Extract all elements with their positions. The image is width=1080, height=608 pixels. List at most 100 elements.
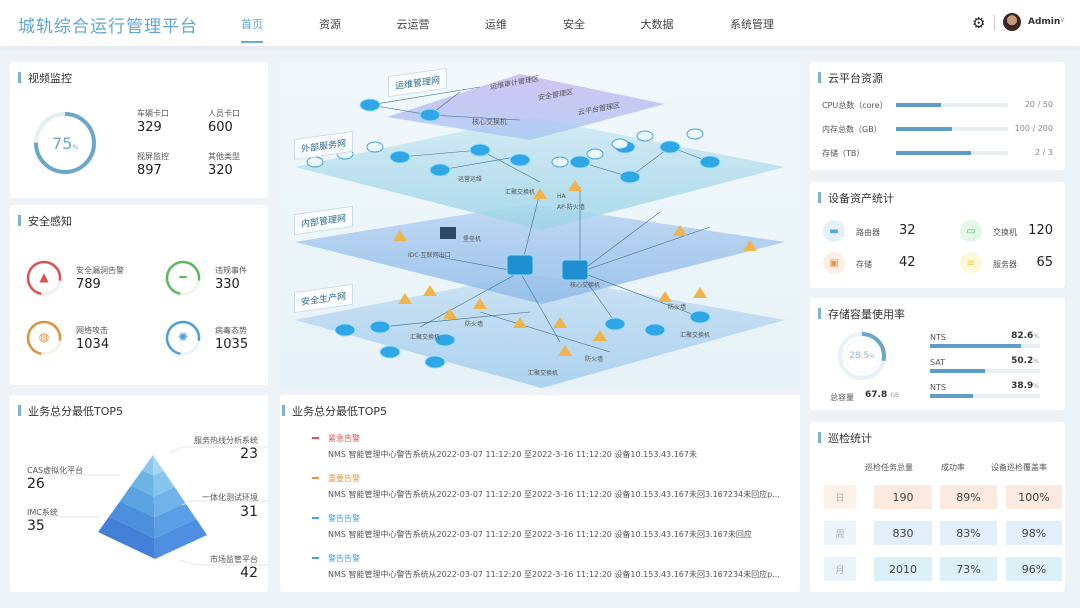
total-capacity-label: 总容量 xyxy=(830,393,854,402)
cloud-icon xyxy=(686,128,704,140)
storage-type-bar xyxy=(930,369,1040,373)
alert-message[interactable]: NMS 智能管理中心警告系统从2022-03-07 11:12:20 至2022… xyxy=(328,570,780,579)
network-link xyxy=(379,311,531,328)
pyramid-label: CAS虚拟化平台 xyxy=(27,466,84,475)
chevron-down-icon[interactable]: ∨ xyxy=(1059,15,1066,25)
asset-count: 42 xyxy=(899,255,916,270)
column-header: 成功率 xyxy=(941,463,965,472)
firewall-icon xyxy=(593,330,607,341)
stat-label: 车辆卡口 xyxy=(137,109,169,118)
resource-label: 内存总数（GB） xyxy=(822,125,882,134)
firewall-icon xyxy=(658,291,672,302)
storage-type-label: NTS xyxy=(930,333,946,342)
switch-icon xyxy=(689,310,711,324)
pyramid-label: 一体化测试环境 xyxy=(202,493,258,502)
leader-line xyxy=(181,500,268,506)
bastion-host-icon xyxy=(440,227,456,239)
patrol-cell: 98% xyxy=(1006,521,1062,545)
topology-svg xyxy=(295,74,785,388)
pyramid-tier-left xyxy=(120,485,155,518)
nav-big-data[interactable]: 大数据 xyxy=(640,18,674,31)
avatar[interactable] xyxy=(1003,13,1021,31)
security-ring xyxy=(165,320,201,356)
layer-safety-production xyxy=(295,274,785,388)
alert-category: 紧急告警 xyxy=(328,434,360,443)
layer-internal-management xyxy=(295,204,785,304)
network-link xyxy=(439,156,516,171)
alert-message[interactable]: NMS 智能管理中心警告系统从2022-03-07 11:12:20 至2022… xyxy=(328,450,697,459)
nav-home[interactable]: 首页 xyxy=(241,18,263,31)
period-label: 周 xyxy=(824,521,856,545)
switch-icon xyxy=(429,163,451,177)
firewall-icon xyxy=(473,298,487,309)
switch-icon: ▭ xyxy=(960,220,982,242)
security-label: 网络攻击 xyxy=(76,326,108,335)
security-value: 789 xyxy=(76,277,101,292)
gear-icon[interactable]: ⚙ xyxy=(972,14,986,32)
warning-icon: ▲ xyxy=(39,270,49,284)
server-icon: ≡ xyxy=(960,252,982,274)
total-capacity-value: 67.8 GB xyxy=(865,390,900,400)
firewall-icon xyxy=(558,345,572,356)
router-icon: ▬ xyxy=(823,220,845,242)
nav-resources[interactable]: 资源 xyxy=(319,18,341,31)
nav-security[interactable]: 安全 xyxy=(563,18,585,31)
switch-icon xyxy=(604,317,626,331)
pyramid-value: 35 xyxy=(27,518,45,534)
layer-ops-management xyxy=(387,74,665,140)
asset-label: 路由器 xyxy=(856,228,880,237)
user-name[interactable]: Admin xyxy=(1028,17,1061,27)
alert-level-dash xyxy=(312,477,319,479)
switch-icon xyxy=(359,98,381,112)
network-link xyxy=(369,86,481,106)
nav-system-management[interactable]: 系统管理 xyxy=(730,18,774,31)
core-switch-icon xyxy=(561,259,589,281)
network-link xyxy=(479,149,541,183)
security-value: 1034 xyxy=(76,337,110,352)
panel-title: 云平台资源 xyxy=(818,70,883,86)
network-topology-diagram: 运维管理网 外部服务网 内部管理网 安全生产网 运维审计管理区 安全管理区 云平… xyxy=(280,62,800,388)
resource-bar xyxy=(896,151,1008,155)
security-ring xyxy=(26,260,62,296)
node-label: 核心交换机 xyxy=(472,118,507,126)
video-monitor-panel: 视频监控 75% 车辆卡口 329 人员卡口 600 视屏监控 897 其他类型… xyxy=(10,62,268,198)
alert-message[interactable]: NMS 智能管理中心警告系统从2022-03-07 11:12:20 至2022… xyxy=(328,530,752,539)
pyramid-value: 23 xyxy=(240,446,258,462)
panel-title: 安全感知 xyxy=(18,213,72,229)
storage-type-bar xyxy=(930,344,1040,348)
top5-pyramid-panel: 业务总分最低TOP5 服务热线分析系统 23 CAS虚拟化平台 26 一体化测试… xyxy=(10,395,268,592)
nav-cloud-ops[interactable]: 云运营 xyxy=(396,18,430,31)
storage-type-bar xyxy=(930,394,1040,398)
node-label: 汇聚交换机 xyxy=(528,370,559,377)
patrol-cell: 83% xyxy=(940,521,997,545)
stat-value: 329 xyxy=(137,120,162,135)
security-label: 安全漏洞告警 xyxy=(76,266,124,275)
switch-icon xyxy=(389,150,411,164)
switch-icon xyxy=(369,320,391,334)
switch-icon xyxy=(469,143,491,157)
pyramid-tier-right xyxy=(154,519,207,559)
network-link xyxy=(519,271,561,343)
nav-maintenance[interactable]: 运维 xyxy=(485,18,507,31)
firewall-icon xyxy=(393,230,407,241)
patrol-cell: 89% xyxy=(940,485,997,509)
pyramid-tier-left xyxy=(109,501,155,539)
asset-count: 32 xyxy=(899,223,916,238)
network-link xyxy=(429,114,521,121)
panel-title: 业务总分最低TOP5 xyxy=(282,403,387,419)
alerts-panel: 业务总分最低TOP5 紧急告警 NMS 智能管理中心警告系统从2022-03-0… xyxy=(280,395,800,592)
firewall-icon xyxy=(743,240,757,251)
panel-title: 视频监控 xyxy=(18,70,72,86)
pyramid-label: 服务热线分析系统 xyxy=(194,436,258,445)
alert-message[interactable]: NMS 智能管理中心警告系统从2022-03-07 11:12:20 至2022… xyxy=(328,490,780,499)
node-label: 防火墙 xyxy=(585,356,604,363)
column-header: 巡检任务总量 xyxy=(865,463,913,472)
storage-type-label: NTS xyxy=(930,383,946,392)
node-label: 汇聚交换机 xyxy=(505,189,536,196)
storage-icon: ▣ xyxy=(823,252,845,274)
network-link xyxy=(479,311,611,353)
node-label: 防火墙 xyxy=(465,321,484,328)
node-label: HA xyxy=(557,193,566,200)
switch-icon xyxy=(434,333,456,347)
patrol-cell: 100% xyxy=(1006,485,1062,509)
